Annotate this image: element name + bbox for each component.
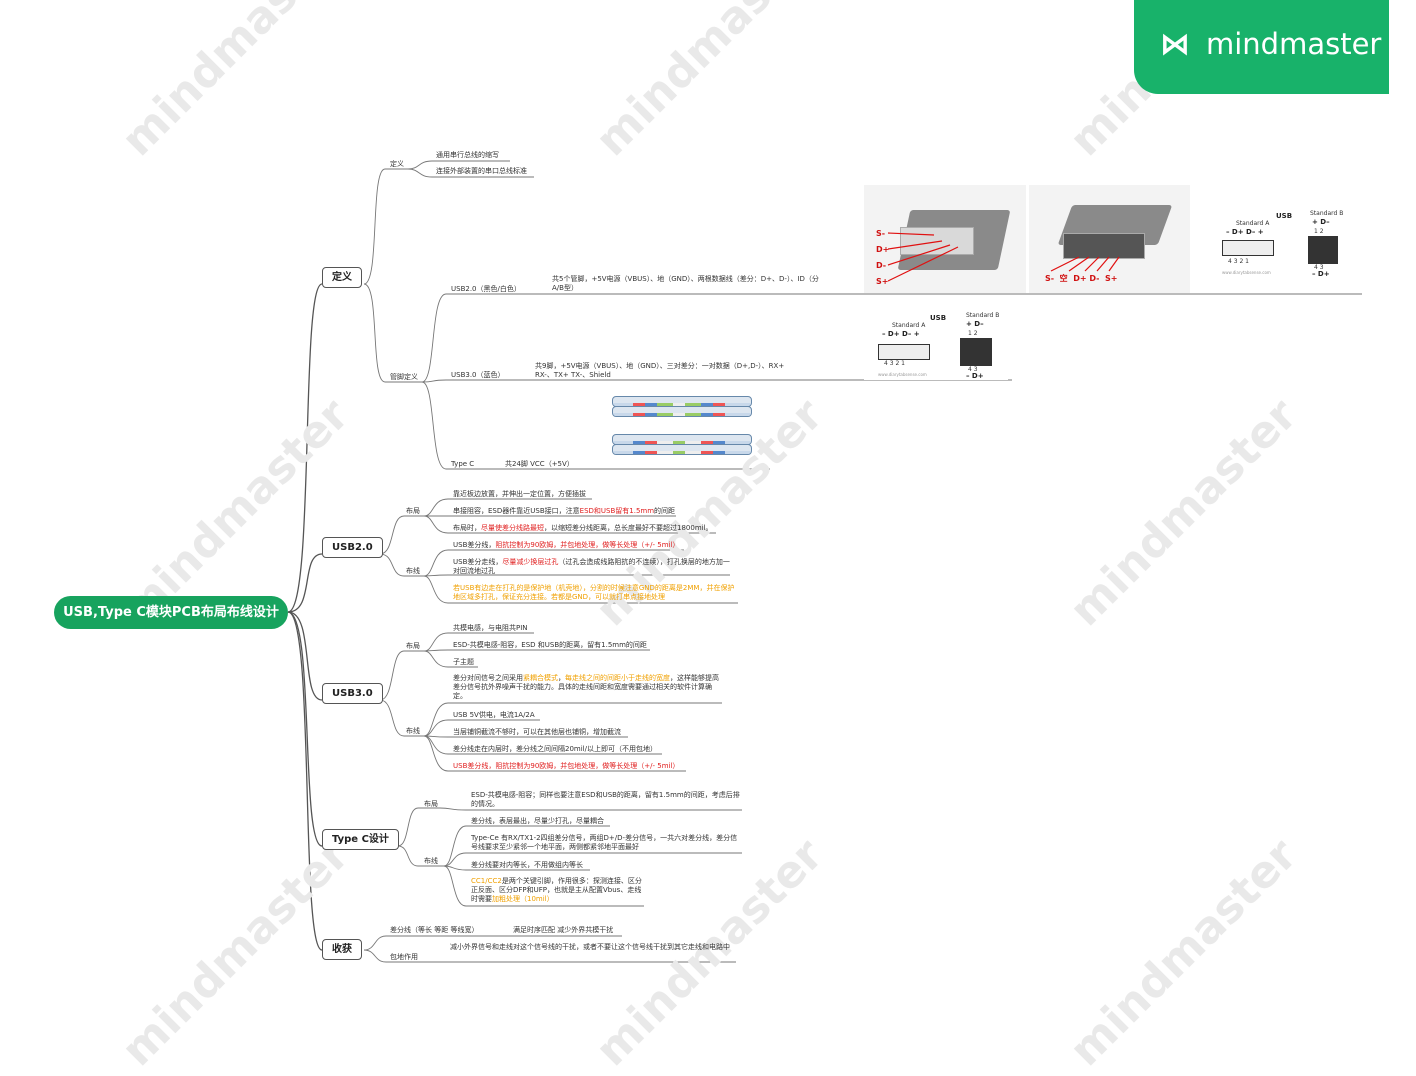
topic-usb3-routing[interactable]: 布线	[406, 727, 420, 735]
pin-label: S+	[876, 277, 889, 286]
topic-harvest-diff-desc[interactable]: 满足时序匹配 减少外界共模干扰	[513, 926, 614, 934]
mindmap-topic[interactable]: 布局时，尽量使差分线路最短，以缩短差分线距离，总长度最好不要超过1800mil。	[453, 524, 713, 532]
diagram-a-nums: 4 3 2 1	[884, 360, 905, 367]
topic-harvest-gnd-desc[interactable]: 减小外界信号和走线对这个信号线的干扰，或者不要让这个信号线干扰到其它走线和电路中	[450, 943, 730, 951]
diagram-a-pins: – D+ D– +	[882, 330, 920, 338]
diagram-std-b: Standard B	[1310, 210, 1344, 217]
diagram-title: USB	[1276, 212, 1293, 220]
usb-pin-diagram: USB Standard A Standard B – D+ D– + 4 3 …	[1192, 200, 1348, 280]
topic-typec-pins-desc[interactable]: 共24脚 VCC（+5V）	[505, 460, 574, 468]
branch-usb2[interactable]: USB2.0	[322, 537, 383, 558]
mindmap-topic[interactable]: Type-Ce 有RX/TX1-2四组差分信号，两组D+/D-差分信号，一共六对…	[471, 834, 738, 851]
root-topic[interactable]: USB,Type C模块PCB布局布线设计	[54, 596, 288, 629]
mindmap-topic[interactable]: 差分线走在内层时，差分线之间间隔20mil/以上即可（不用包地）	[453, 745, 657, 753]
mindmap-topic[interactable]: 靠近板边放置，并伸出一定位置，方便插拔	[453, 490, 586, 498]
topic-harvest-gnd[interactable]: 包地作用	[390, 953, 418, 961]
mindmaster-logo[interactable]: ⋈ mindmaster	[1134, 0, 1389, 94]
topic-typec-routing[interactable]: 布线	[424, 857, 438, 865]
topic-usb2-pins[interactable]: USB2.0（黑色/白色）	[451, 285, 521, 293]
pin-arrows	[1050, 256, 1120, 272]
mindmaster-logo-text: mindmaster	[1206, 27, 1382, 61]
pin-label: S-	[876, 229, 886, 238]
mindmap-topic[interactable]: 当层铺铜截流不够时，可以在其他层也铺铜，增加截流	[453, 728, 621, 736]
mindmap-topic[interactable]: 差分线，表层最出，尽量少打孔，尽量耦合	[471, 817, 604, 825]
diagram-b-bot: – D+	[1312, 270, 1330, 278]
topic-usb2-routing[interactable]: 布线	[406, 567, 420, 575]
mindmap-topic[interactable]: USB差分线，阻抗控制为90欧姆，并包地处理，做等长处理（+/- 5mil）	[453, 541, 680, 549]
mindmap-topic[interactable]: USB差分线，阻抗控制为90欧姆，并包地处理，做等长处理（+/- 5mil）	[453, 762, 680, 770]
diagram-std-b: Standard B	[966, 312, 1000, 319]
branch-definition[interactable]: 定义	[322, 267, 362, 288]
diagram-b-botnum: 4 3	[968, 366, 978, 373]
mindmap-topic[interactable]: 子主题	[453, 658, 474, 666]
mindmap-topic[interactable]: 若USB有边走在打孔的是保护地（机壳地），分割的时候注意GND的距离是2MM，并…	[453, 584, 735, 601]
mindmap-topic[interactable]: 差分对间信号之间采用紧耦合模式，每走线之间的间距小于走线的宽度，这样能够提高差分…	[453, 674, 719, 700]
usb-micro-photo: S- 空 D+ D- S+	[1029, 185, 1190, 293]
diagram-b-bot: – D+	[966, 372, 984, 380]
diagram-a-pins: – D+ D– +	[1226, 228, 1264, 236]
mindmap-connectors	[287, 160, 1362, 963]
diagram-b-top: + D–	[966, 320, 984, 328]
topic-def[interactable]: 定义	[390, 160, 404, 168]
pin-label: D+	[876, 245, 890, 254]
mindmap-topic[interactable]: USB 5V供电，电流1A/2A	[453, 711, 535, 719]
branch-typec[interactable]: Type C设计	[322, 829, 399, 850]
diagram-b-topnum: 1 2	[1314, 228, 1324, 235]
topic-pins[interactable]: 管脚定义	[390, 373, 418, 381]
diagram-b-topnum: 1 2	[968, 330, 978, 337]
diagram-b-botnum: 4 3	[1314, 264, 1324, 271]
mindmap-topic[interactable]: CC1/CC2是两个关键引脚，作用很多：探测连接、区分正反面、区分DFP和UFP…	[471, 877, 642, 903]
pin-label: D-	[876, 261, 887, 270]
topic-typec-pins[interactable]: Type C	[451, 460, 475, 468]
topic-typec-layout[interactable]: 布局	[424, 800, 438, 808]
usb3-pin-diagram: USB Standard A Standard B – D+ D– + 4 3 …	[864, 300, 1008, 380]
topic-harvest-diff[interactable]: 差分线（等长 等距 等线宽）	[390, 926, 479, 934]
mindmaster-logo-icon: ⋈	[1160, 27, 1190, 62]
topic-usb3-pins[interactable]: USB3.0（蓝色）	[451, 371, 505, 379]
topic-usb2-layout[interactable]: 布局	[406, 507, 420, 515]
mindmap-topic[interactable]: ESD-共模电感-阻容，ESD 和USB的距离，留有1.5mm的间距	[453, 641, 647, 649]
mindmap-topic[interactable]: 差分线要对内等长，不用做组内等长	[471, 861, 583, 869]
diagram-url: www.diarytabsense.com	[878, 372, 927, 377]
topic-def-item[interactable]: 连接外部装置的串口总线标准	[436, 167, 527, 175]
diagram-std-a: Standard A	[1236, 220, 1270, 227]
diagram-b-top: + D–	[1312, 218, 1330, 226]
topic-def-item[interactable]: 通用串行总线的缩写	[436, 151, 499, 159]
mindmap-topic[interactable]: 串接阻容，ESD器件靠近USB接口，注意ESD和USB留有1.5mm的间距	[453, 507, 676, 515]
mindmap-topic[interactable]: ESD-共模电感-阻容；同样也要注意ESD和USB的距离，留有1.5mm的间距，…	[471, 791, 740, 808]
mindmap-topic[interactable]: USB差分走线，尽量减少换层过孔（过孔会造成线路阻抗的不连续），打孔换层的地方加…	[453, 558, 730, 575]
diagram-std-a: Standard A	[892, 322, 926, 329]
diagram-title: USB	[930, 314, 947, 322]
mindmap-topic[interactable]: 共模电感，与电阻共PIN	[453, 624, 528, 632]
diagram-url: www.diarytabsense.com	[1222, 270, 1271, 275]
pin-label-bottom: S- 空 D+ D- S+	[1045, 274, 1118, 283]
branch-usb3[interactable]: USB3.0	[322, 683, 383, 704]
usb-a-photo: S- D+ D- S+	[864, 185, 1026, 293]
diagram-a-nums: 4 3 2 1	[1228, 258, 1249, 265]
branch-harvest[interactable]: 收获	[322, 939, 362, 960]
pin-arrows	[887, 232, 959, 282]
topic-usb2-pins-desc[interactable]: 共5个管脚，+5V电源（VBUS）、地（GND）、两根数据线（差分：D+、D-）…	[552, 275, 819, 292]
topic-usb3-layout[interactable]: 布局	[406, 642, 420, 650]
topic-usb3-pins-desc[interactable]: 共9脚，+5V电源（VBUS）、地（GND）、三对差分：一对数据（D+,D-）、…	[535, 362, 785, 379]
